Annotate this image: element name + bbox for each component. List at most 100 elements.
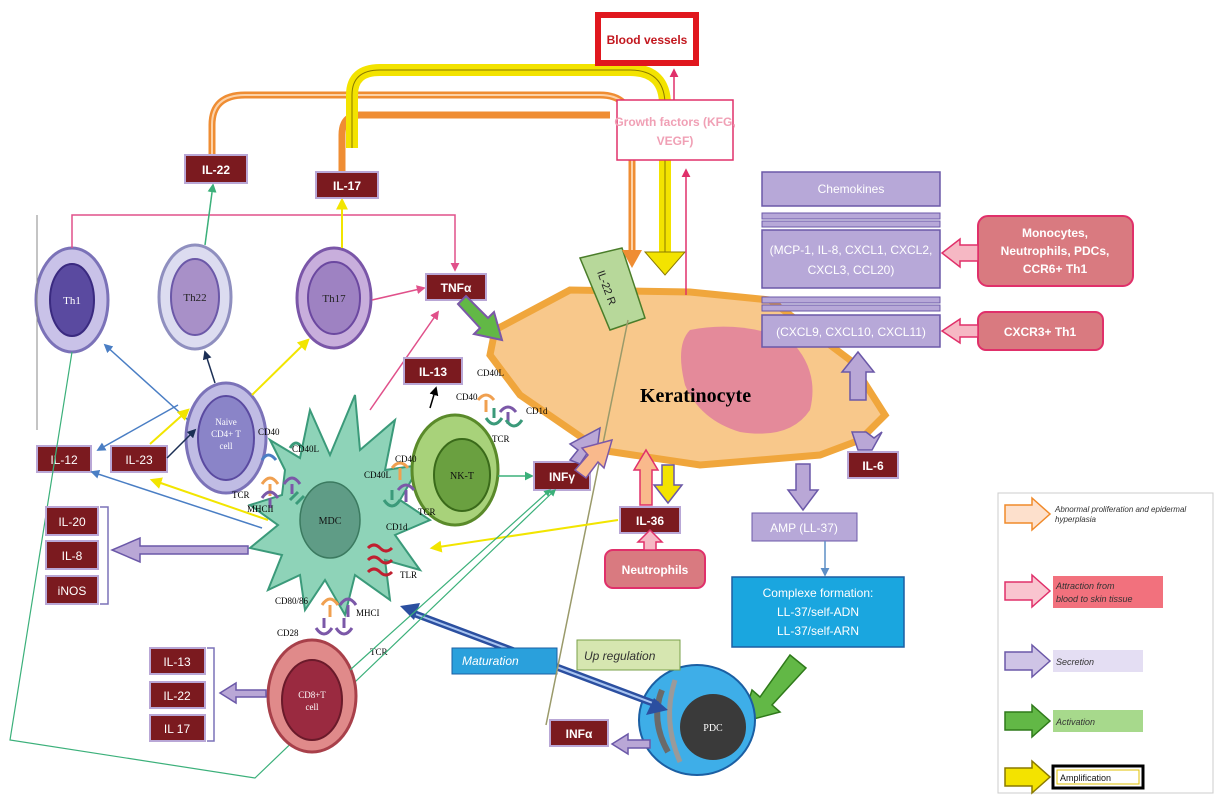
il12-to-naive-arrow bbox=[166, 428, 197, 459]
growth-factors-line2: VEGF) bbox=[657, 134, 694, 148]
legend-secretion-icon bbox=[1004, 643, 1052, 679]
naive-mdc-receptors bbox=[260, 441, 306, 508]
growth-factors-box bbox=[616, 99, 734, 161]
infg-label: INFγ bbox=[549, 470, 575, 484]
chemokines-header: Chemokines bbox=[818, 182, 885, 196]
inos-box bbox=[45, 575, 99, 605]
il6-box bbox=[847, 451, 899, 479]
tcr-nkt-label: TCR bbox=[492, 434, 510, 444]
mdc-cytokine-bracket bbox=[100, 506, 109, 605]
naive-to-th1-arrow bbox=[103, 343, 189, 421]
infa-label: INFα bbox=[566, 727, 593, 741]
legend-attraction-line1: Attraction from bbox=[1055, 581, 1115, 591]
legend-amplification-icon bbox=[1004, 759, 1052, 795]
cxcr3-attraction-arrow bbox=[940, 317, 979, 345]
mdc-to-cytokines-secretion-arrow bbox=[110, 536, 249, 564]
chemokines-strip-4 bbox=[761, 304, 941, 312]
nkt-keratinocyte-receptors bbox=[476, 393, 524, 428]
mhcii-label: MHCII bbox=[247, 504, 274, 514]
il6-secretion-arrow bbox=[850, 431, 883, 451]
monocytes-attraction-arrow bbox=[940, 237, 979, 269]
il13-cd8-box bbox=[149, 647, 206, 675]
legend-attraction-icon bbox=[1004, 573, 1052, 609]
legend-activation-box bbox=[1053, 710, 1143, 732]
mdc-cell: MDC bbox=[247, 394, 433, 618]
neutrophils-label: Neutrophils bbox=[622, 563, 689, 577]
cd40l-mdc2-label: CD40L bbox=[364, 470, 391, 480]
mdc-nkt-receptors bbox=[382, 461, 416, 508]
chemokines-list-line2: CXCL3, CCL20) bbox=[808, 263, 895, 277]
keratinocyte-nucleus bbox=[681, 326, 813, 434]
th17-label: Th17 bbox=[322, 293, 346, 305]
tlr-label: TLR bbox=[400, 570, 417, 580]
cd8-to-cytokines-secretion-arrow bbox=[218, 681, 267, 705]
legend-amplification-inner bbox=[1056, 769, 1140, 785]
nkt-label: NK-T bbox=[450, 471, 474, 482]
cd8-to-infg-arrow bbox=[349, 489, 552, 671]
legend-abnormal-icon bbox=[1004, 496, 1052, 532]
mdc-to-il23-arrow bbox=[149, 477, 269, 521]
legend-abnormal-line1: Abnormal proliferation and epidermal bbox=[1054, 505, 1186, 514]
cd40-nkt-label: CD40 bbox=[456, 392, 478, 402]
mdc-cd8-receptors bbox=[314, 597, 358, 636]
complexe-line3: LL-37/self-ARN bbox=[777, 624, 859, 638]
cd40-naive-label: CD40 bbox=[258, 427, 280, 437]
blood-vessels-label: Blood vessels bbox=[607, 33, 688, 47]
il23-box bbox=[110, 445, 168, 473]
il23-label: IL-23 bbox=[125, 453, 153, 467]
infg-proliferation-arrow bbox=[573, 438, 614, 480]
il6-label: IL-6 bbox=[862, 459, 884, 473]
cxcr3-label: CXCR3+ Th1 bbox=[1004, 325, 1077, 339]
up-regulation-line bbox=[545, 319, 629, 726]
il20-box bbox=[45, 506, 99, 536]
tnfa-activation-arrow bbox=[456, 294, 504, 342]
legend-activation-icon bbox=[1004, 703, 1052, 739]
pdc-label: PDC bbox=[703, 723, 723, 734]
il17-cd8-box bbox=[149, 714, 206, 742]
cd1d-nkt-label: CD1d bbox=[526, 406, 548, 416]
il8-label: IL-8 bbox=[62, 549, 83, 563]
keratinocyte-to-chemokines-arrow bbox=[840, 350, 876, 401]
il13-nkt-box bbox=[403, 357, 463, 385]
cd8-cell: CD8+T cell bbox=[266, 638, 358, 754]
il17-top-box bbox=[315, 171, 379, 199]
tnfa-label: TNFα bbox=[441, 281, 472, 295]
th22-to-il22-arrow bbox=[204, 183, 217, 246]
il13-cd8-label: IL-13 bbox=[163, 655, 191, 669]
il17-top-label: IL-17 bbox=[333, 179, 361, 193]
chemokines-list-box bbox=[761, 229, 941, 289]
th17-to-tnfa-arrow bbox=[371, 285, 426, 301]
mdc-label: MDC bbox=[319, 516, 342, 527]
tcr-mdc-label: TCR bbox=[418, 507, 436, 517]
tcr-cd8-label: TCR bbox=[370, 647, 388, 657]
inos-label: iNOS bbox=[58, 584, 87, 598]
amp-label: AMP (LL-37) bbox=[770, 521, 838, 535]
up-regulation-label: Up regulation bbox=[584, 649, 656, 663]
il22-cd8-label: IL-22 bbox=[163, 689, 191, 703]
maturation-arrow-tip bbox=[646, 698, 668, 715]
th22-cell: Th22 bbox=[157, 243, 233, 351]
nkt-to-il13-arrow bbox=[429, 386, 439, 409]
cd8-cytokine-bracket bbox=[207, 647, 215, 742]
cd40-mdc-label: CD40 bbox=[395, 454, 417, 464]
il12-box bbox=[36, 445, 92, 473]
il20-label: IL-20 bbox=[58, 515, 86, 529]
il12-label: IL-12 bbox=[50, 453, 78, 467]
chemokines-strip-3 bbox=[761, 296, 941, 304]
th1-cell: Th1 bbox=[34, 246, 110, 354]
nkt-cell: NK-T bbox=[410, 413, 500, 527]
cd8-label-line1: CD8+T bbox=[298, 690, 326, 700]
il17-cd8-label: IL 17 bbox=[164, 722, 191, 736]
naive-to-th17-arrow bbox=[251, 338, 310, 396]
il22-arrow-head bbox=[622, 250, 642, 268]
infa-box bbox=[549, 719, 609, 747]
keratinocyte-label: Keratinocyte bbox=[640, 385, 751, 407]
cd1d-mdc-label: CD1d bbox=[386, 522, 408, 532]
chemokines-cxcl-label: (CXCL9, CXCL10, CXCL11) bbox=[776, 325, 926, 339]
tcr-naive-label: TCR bbox=[232, 490, 250, 500]
il22r-receptor: IL-22 R bbox=[578, 247, 646, 331]
il12-to-th1-arrow bbox=[96, 404, 179, 451]
cd8-label-line2: cell bbox=[306, 702, 319, 712]
legend-attraction-line2: blood to skin tissue bbox=[1056, 594, 1133, 604]
